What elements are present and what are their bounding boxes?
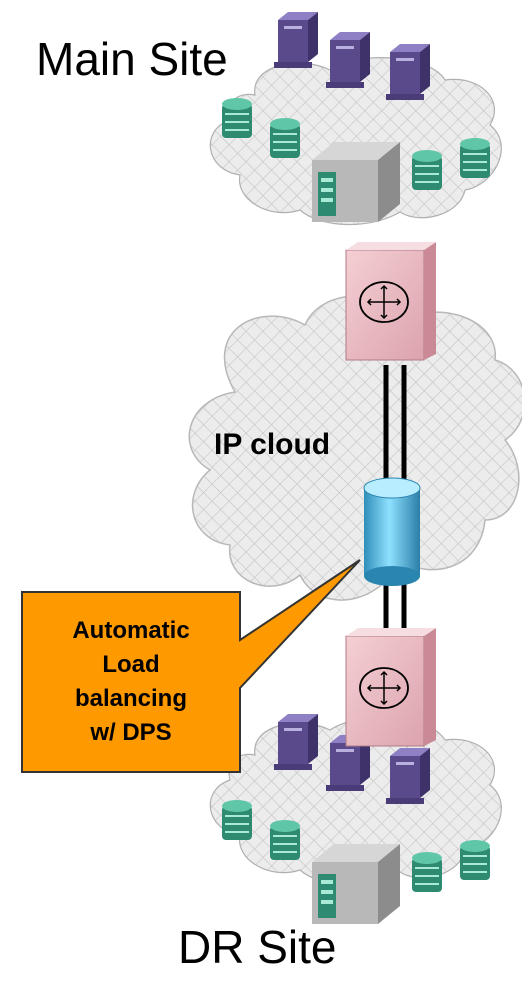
mainframe-icon: [312, 844, 400, 924]
server-icon: [386, 44, 430, 100]
main-site-group: [209, 12, 502, 226]
server-icon: [386, 748, 430, 804]
storage-icon: [460, 138, 490, 178]
storage-icon: [222, 800, 252, 840]
storage-icon: [460, 840, 490, 880]
callout-line: Automatic: [72, 617, 190, 644]
callout-line: Load: [102, 651, 160, 678]
dr-site-label: DR Site: [178, 921, 337, 973]
storage-icon: [270, 118, 300, 158]
dr-site-group: [209, 714, 502, 924]
mainframe-icon: [312, 142, 400, 222]
storage-icon: [270, 820, 300, 860]
server-icon: [274, 12, 318, 68]
storage-icon: [412, 150, 442, 190]
storage-icon: [222, 98, 252, 138]
router-icon: [345, 628, 436, 747]
server-icon: [274, 714, 318, 770]
main-site-label: Main Site: [36, 33, 228, 85]
dps-device-icon: [363, 477, 421, 586]
callout-line: balancing: [74, 685, 188, 712]
callout-text: Automatic Load balancing w/ DPS: [22, 592, 240, 772]
server-icon: [326, 32, 370, 88]
optical-links: [383, 365, 407, 632]
callout-box: [21, 559, 361, 773]
ip-cloud-label: IP cloud: [214, 428, 331, 461]
server-icon: [326, 735, 370, 791]
callout-line: w/ DPS: [90, 719, 172, 746]
storage-icon: [412, 852, 442, 892]
router-icon: [345, 242, 436, 361]
